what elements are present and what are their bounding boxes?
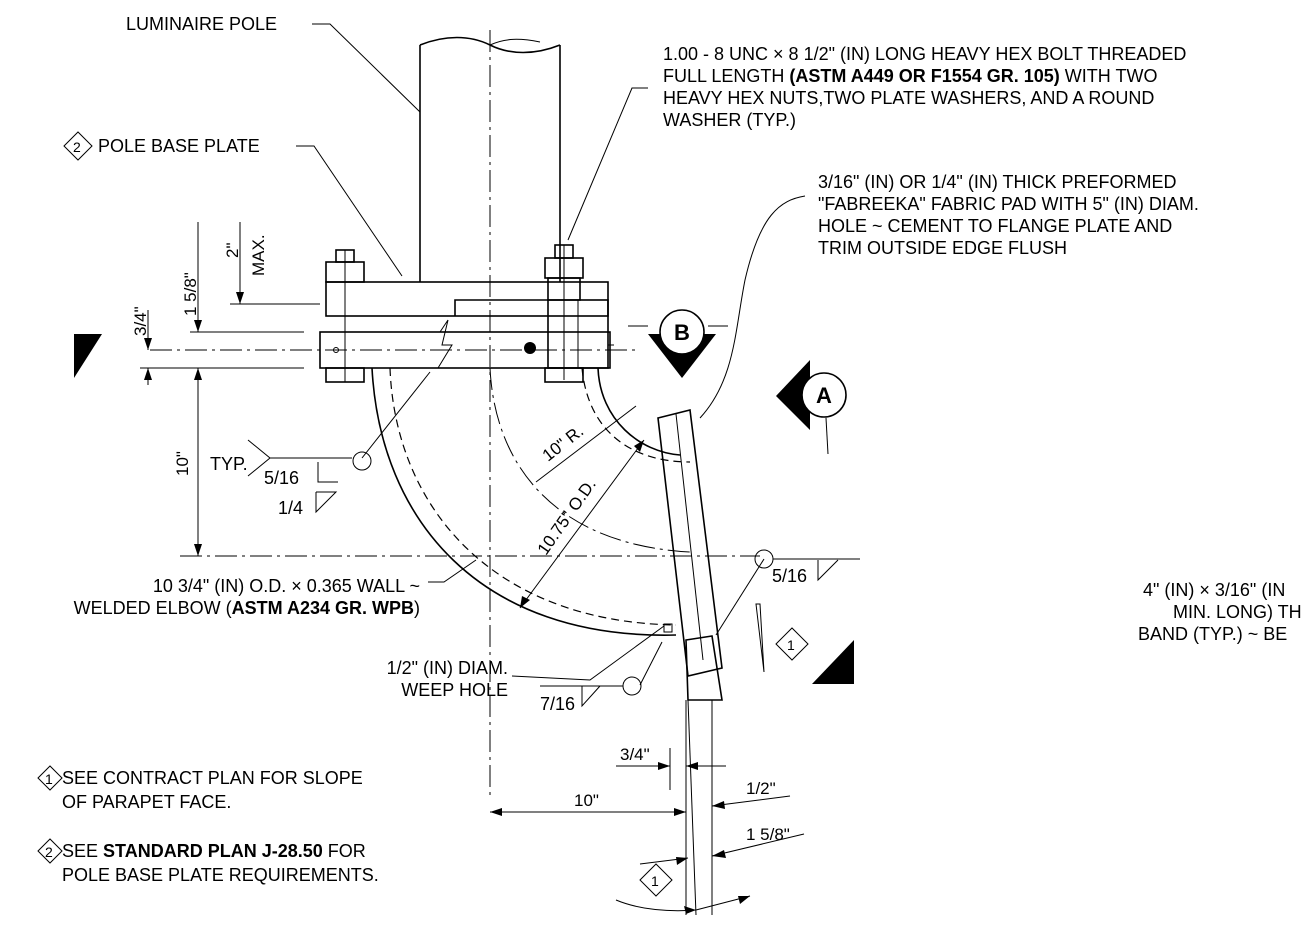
note-2-line2: POLE BASE PLATE REQUIREMENTS. xyxy=(62,865,379,885)
pole-base-plate xyxy=(325,281,609,317)
weld-symbol-bottom xyxy=(540,676,642,708)
label-bolt-line2: FULL LENGTH (ASTM A449 OR F1554 GR. 105)… xyxy=(663,66,1157,86)
label-pad-line2: "FABREEKA" FABRIC PAD WITH 5" (IN) DIAM. xyxy=(818,194,1199,214)
label-pad-line4: TRIM OUTSIDE EDGE FLUSH xyxy=(818,238,1067,258)
label-pole-base-plate: POLE BASE PLATE xyxy=(98,136,260,156)
weld-1-4: 1/4 xyxy=(278,498,303,518)
note-1-tag: 1 xyxy=(45,771,53,787)
note-tag-1-bottom: 1 xyxy=(639,863,673,897)
note-1-line2: OF PARAPET FACE. xyxy=(62,792,231,812)
dimension-1-5-8-left xyxy=(190,222,304,333)
note-tag-1-bottom-text: 1 xyxy=(651,873,659,889)
dim-3-4-left: 3/4" xyxy=(131,306,150,336)
note-tag-2-pole-base-text: 2 xyxy=(73,139,81,155)
weld-7-16: 7/16 xyxy=(540,694,575,714)
dim-3-4-bottom: 3/4" xyxy=(620,745,650,764)
section-b-letter: B xyxy=(674,320,690,345)
dim-1-5-8-bottom: 1 5/8" xyxy=(746,825,790,844)
dimension-3-4-left xyxy=(140,310,304,385)
label-bolt-line1: 1.00 - 8 UNC × 8 1/2" (IN) LONG HEAVY HE… xyxy=(663,44,1186,64)
weld-5-16-b: 5/16 xyxy=(772,566,807,586)
label-band-line2: MIN. LONG) TH xyxy=(1173,602,1302,622)
weld-5-16-a: 5/16 xyxy=(264,468,299,488)
luminaire-pole xyxy=(419,36,561,282)
section-a-letter: A xyxy=(816,383,832,408)
dimension-half-bottom xyxy=(711,795,791,809)
welded-elbow xyxy=(371,367,691,636)
dim-radius: 10" R. xyxy=(539,421,587,465)
note-1-line1: SEE CONTRACT PLAN FOR SLOPE xyxy=(62,768,363,788)
label-weep-line1: 1/2" (IN) DIAM. xyxy=(387,658,508,678)
dimension-radius xyxy=(535,405,637,483)
dimension-1-5-8-bottom xyxy=(639,833,805,865)
note-2-tag: 2 xyxy=(45,844,53,860)
dim-2in: 2" xyxy=(223,243,242,259)
slope-angle-bottom xyxy=(615,895,751,914)
leader-lines xyxy=(296,23,806,686)
label-band-line3: BAND (TYP.) ~ BE xyxy=(1138,624,1287,644)
section-cut-arrow-right xyxy=(812,640,854,684)
label-bolt-line3: HEAVY HEX NUTS,TWO PLATE WASHERS, AND A … xyxy=(663,88,1154,108)
bolt-assembly-left xyxy=(325,249,365,383)
note-1: 1 SEE CONTRACT PLAN FOR SLOPE OF PARAPET… xyxy=(37,765,363,812)
label-bolt-line4: WASHER (TYP.) xyxy=(663,110,796,130)
label-weep-line2: WEEP HOLE xyxy=(401,680,508,700)
bolt-assembly-right xyxy=(544,244,614,383)
note-2-line1: SEE STANDARD PLAN J-28.50 FOR xyxy=(62,841,366,861)
label-typ: TYP. xyxy=(210,454,248,474)
section-marker-b: B xyxy=(628,309,728,378)
label-elbow-line2: WELDED ELBOW (ASTM A234 GR. WPB) xyxy=(74,598,420,618)
section-marker-a: A xyxy=(776,360,847,455)
weld-symbol-typ xyxy=(247,439,372,514)
note-tag-1-slope-text: 1 xyxy=(787,637,795,653)
section-cut-arrow-left xyxy=(74,334,102,378)
slope-wedge xyxy=(755,603,765,673)
dim-10-bottom: 10" xyxy=(574,791,599,810)
dimension-10in-bottom xyxy=(490,808,686,816)
flange-plate xyxy=(319,319,611,369)
label-pad-line1: 3/16" (IN) OR 1/4" (IN) THICK PREFORMED xyxy=(818,172,1177,192)
note-2: 2 SEE STANDARD PLAN J-28.50 FOR POLE BAS… xyxy=(37,838,379,885)
dim-od: 10.75" O.D. xyxy=(534,475,600,558)
label-band-line1: 4" (IN) × 3/16" (IN xyxy=(1143,580,1285,600)
dimension-10in-left xyxy=(194,368,202,556)
weld-symbol-right xyxy=(754,549,860,582)
label-luminaire-pole: LUMINAIRE POLE xyxy=(126,14,277,34)
dim-half-bottom: 1/2" xyxy=(746,779,776,798)
dimension-od xyxy=(519,439,645,609)
dimension-3-4-bottom xyxy=(616,748,726,790)
dim-max: MAX. xyxy=(249,234,268,276)
note-tag-2-pole-base: 2 xyxy=(63,131,93,161)
parapet-band xyxy=(657,409,723,916)
dimension-2in-max xyxy=(230,222,320,305)
dim-1-5-8-left: 1 5/8" xyxy=(181,272,200,316)
note-tag-1-slope: 1 xyxy=(775,627,809,661)
label-elbow-line1: 10 3/4" (IN) O.D. × 0.365 WALL ~ xyxy=(153,576,420,596)
dim-10-left: 10" xyxy=(173,451,192,476)
label-pad-line3: HOLE ~ CEMENT TO FLANGE PLATE AND xyxy=(818,216,1172,236)
